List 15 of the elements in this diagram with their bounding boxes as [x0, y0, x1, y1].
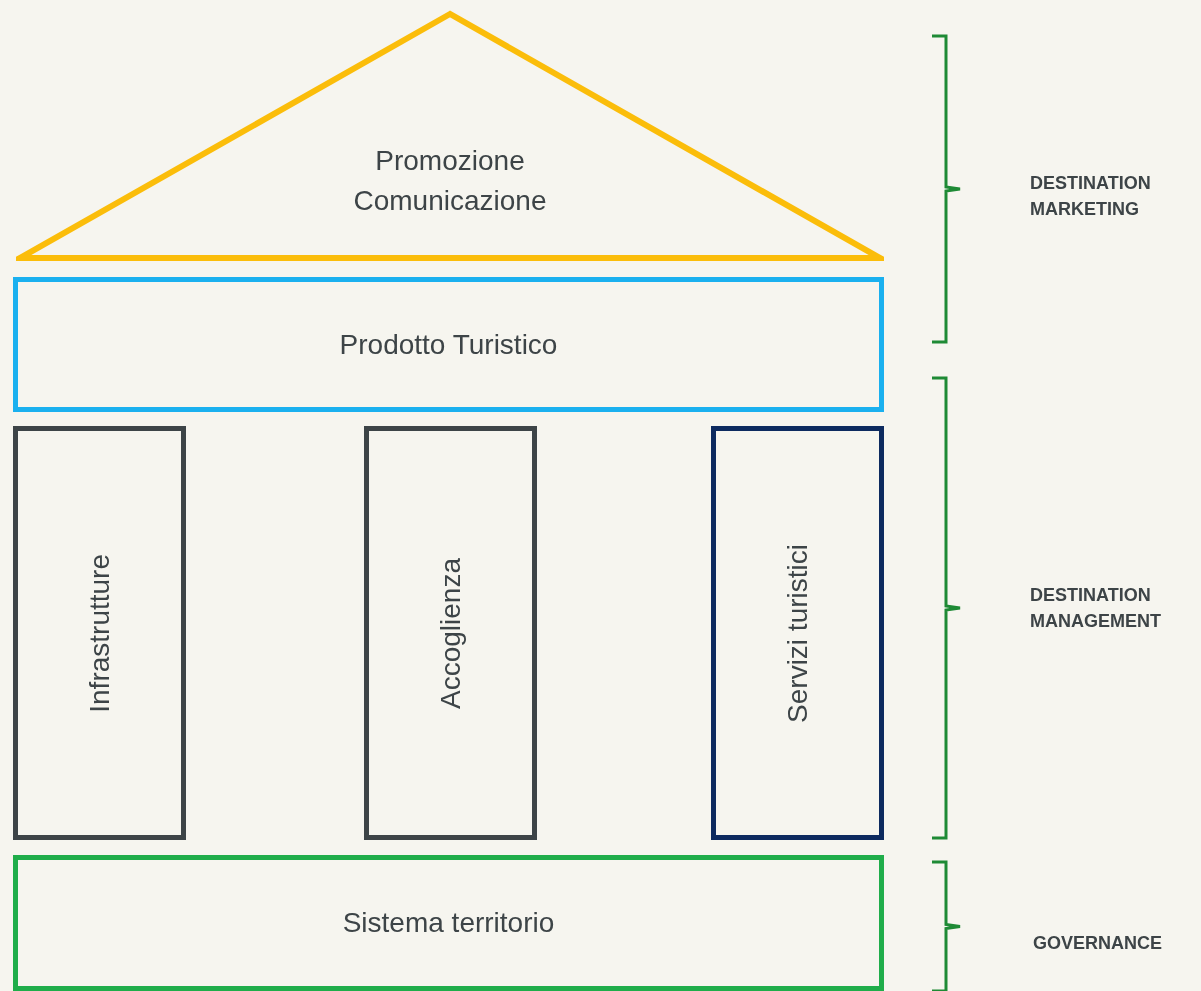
section-label: DESTINATION MANAGEMENT [1030, 584, 1162, 634]
base-box [13, 855, 884, 991]
node-label: Servizi turistici [781, 543, 814, 723]
node-label: Sistema territorio [342, 907, 555, 939]
node-label: Infrastrutture [83, 553, 116, 713]
beam-box [13, 277, 884, 412]
pillar-box [364, 426, 537, 840]
node-label: Promozione Comunicazione [352, 143, 548, 219]
pillar-box [711, 426, 884, 840]
section-label: DESTINATION MARKETING [1030, 172, 1152, 222]
section-label: GOVERNANCE [1033, 932, 1163, 955]
node-label: Prodotto Turistico [339, 328, 558, 361]
pillar-box [13, 426, 186, 840]
node-label: Accoglienza [434, 557, 467, 709]
roof-triangle [16, 10, 884, 262]
